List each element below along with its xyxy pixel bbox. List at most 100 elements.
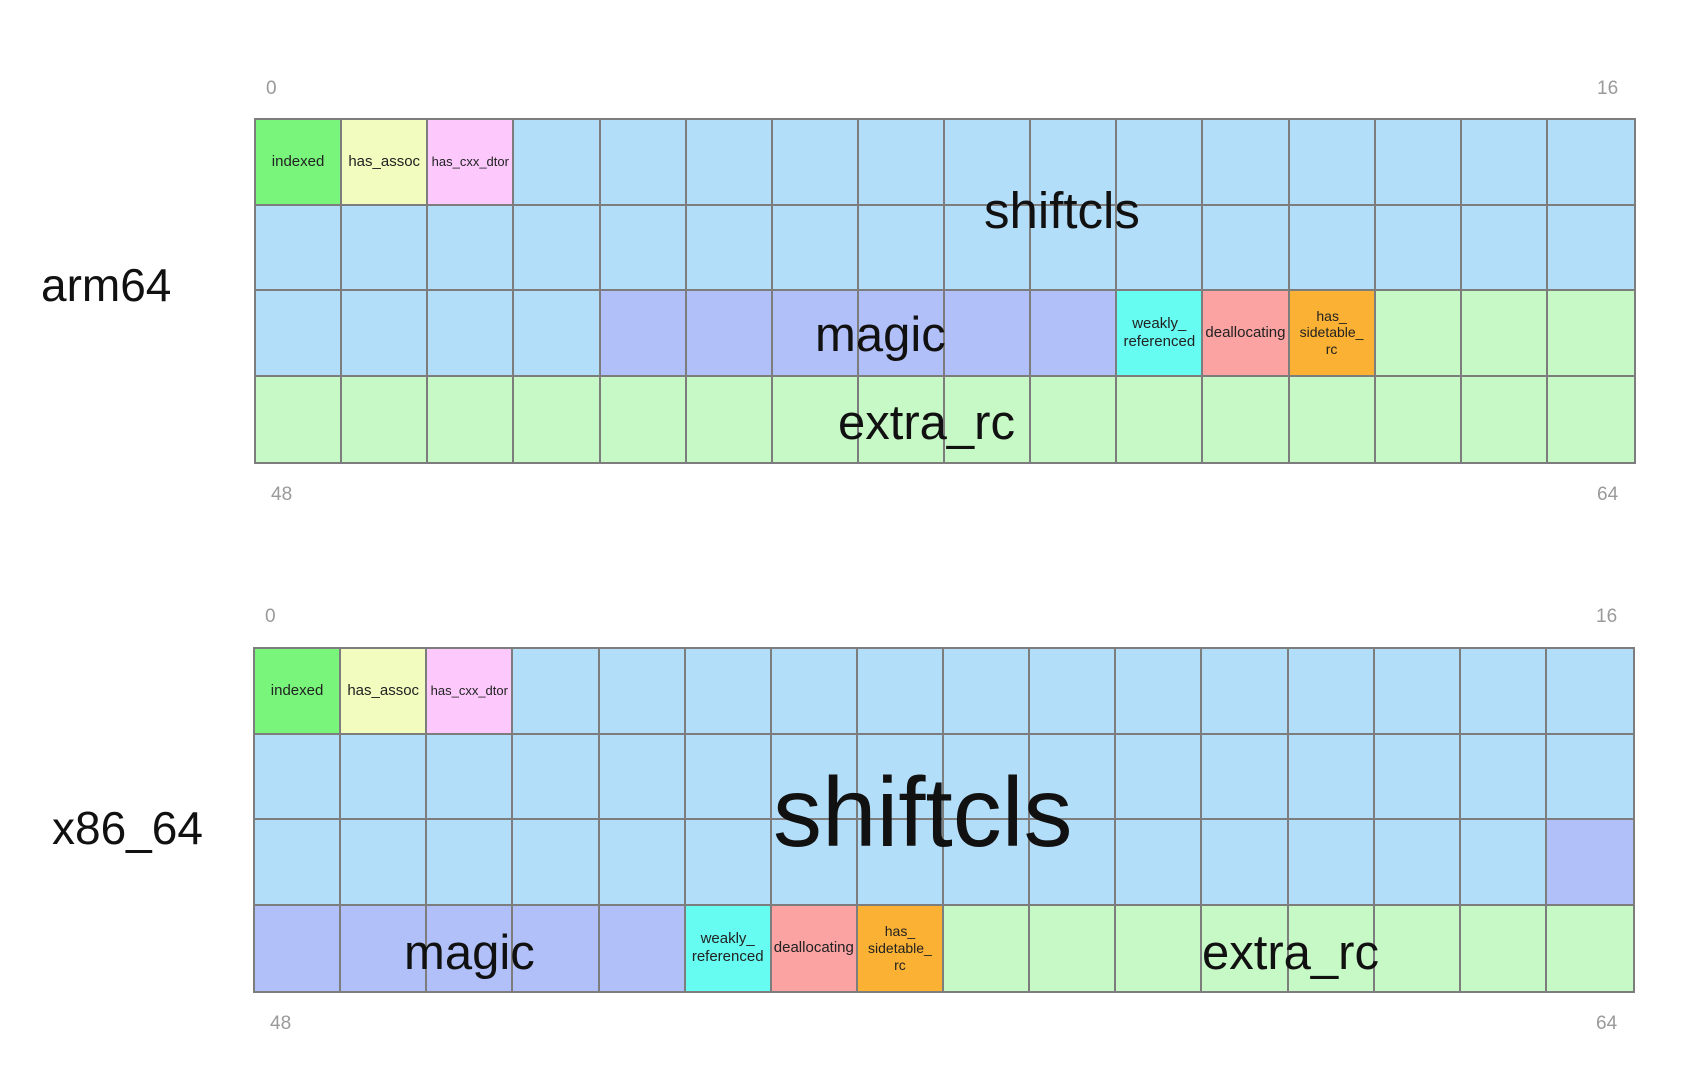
bit-cell-extra-rc bbox=[514, 376, 601, 462]
bit-cell-magic bbox=[772, 291, 859, 377]
bit-cell-shiftcls bbox=[944, 820, 1031, 906]
bit-cell-extra-rc bbox=[1547, 376, 1634, 462]
bit-cell-shiftcls bbox=[857, 734, 944, 820]
bit-cell-shiftcls bbox=[1030, 649, 1117, 735]
bit-cell-shiftcls bbox=[857, 820, 944, 906]
bit-cell-shiftcls bbox=[1116, 649, 1203, 735]
bit-cell-shiftcls bbox=[1547, 205, 1634, 291]
bit-cell-label: indexed bbox=[271, 152, 325, 170]
bit-cell-shiftcls bbox=[341, 734, 428, 820]
bit-cell-shiftcls bbox=[1116, 734, 1203, 820]
bit-cell-shiftcls bbox=[600, 205, 687, 291]
bit-cell-extra-rc bbox=[1375, 291, 1462, 377]
bit-cell-shiftcls bbox=[1461, 120, 1548, 206]
bit-cell-shiftcls bbox=[1030, 734, 1117, 820]
bit-cell-shiftcls bbox=[255, 734, 342, 820]
bit-cell-shiftcls bbox=[857, 649, 944, 735]
bit-cell-shiftcls bbox=[513, 649, 600, 735]
bit-cell-magic bbox=[1546, 820, 1633, 906]
bit-cell-shiftcls bbox=[428, 291, 515, 377]
bit-cell-label: has_cxx_dtor bbox=[431, 153, 509, 169]
bit-cell-shiftcls bbox=[858, 120, 945, 206]
bit-label-top-left: 0 bbox=[266, 78, 277, 99]
bit-cell-shiftcls bbox=[1288, 649, 1375, 735]
bit-cell-magic bbox=[427, 905, 514, 991]
bit-cell-extra-rc bbox=[256, 376, 343, 462]
bit-cell-shiftcls bbox=[686, 205, 773, 291]
bit-label-bottom-left: 48 bbox=[270, 1013, 292, 1034]
bit-cell-label: weakly_ referenced bbox=[691, 930, 764, 966]
bit-cell-shiftcls bbox=[513, 734, 600, 820]
bit-cell-shiftcls bbox=[1460, 649, 1547, 735]
bit-cell-has-assoc: has_assoc bbox=[342, 120, 429, 206]
bit-cell-shiftcls bbox=[427, 734, 514, 820]
bit-cell-shiftcls bbox=[1374, 649, 1461, 735]
bit-cell-shiftcls bbox=[685, 649, 772, 735]
bit-cell-shiftcls bbox=[599, 734, 686, 820]
bit-cell-shiftcls bbox=[1375, 205, 1462, 291]
bit-cell-shiftcls bbox=[1030, 820, 1117, 906]
arch-label-arm64: arm64 bbox=[41, 259, 172, 311]
bit-cell-shiftcls bbox=[945, 205, 1032, 291]
bit-cell-shiftcls bbox=[599, 820, 686, 906]
bit-cell-extra-rc bbox=[1031, 376, 1118, 462]
bit-cell-indexed: indexed bbox=[256, 120, 343, 206]
bit-cell-shiftcls bbox=[1202, 649, 1289, 735]
bit-cell-label: indexed bbox=[270, 681, 324, 699]
bit-cell-magic bbox=[858, 291, 945, 377]
bit-cell-shiftcls bbox=[685, 734, 772, 820]
bit-cell-extra-rc bbox=[1117, 376, 1204, 462]
bit-cell-shiftcls bbox=[1117, 120, 1204, 206]
bit-cell-extra-rc bbox=[944, 905, 1031, 991]
arch-label-x86-64: x86_64 bbox=[52, 802, 203, 854]
bit-cell-shiftcls bbox=[1375, 120, 1462, 206]
bit-cell-shiftcls bbox=[858, 205, 945, 291]
bit-cell-extra-rc bbox=[1461, 291, 1548, 377]
bit-cell-extra-rc bbox=[600, 376, 687, 462]
bit-cell-magic bbox=[600, 291, 687, 377]
bit-cell-shiftcls bbox=[427, 820, 514, 906]
bit-cell-shiftcls bbox=[1546, 649, 1633, 735]
bit-cell-has-assoc: has_assoc bbox=[341, 649, 428, 735]
bit-cell-extra-rc bbox=[1288, 905, 1375, 991]
bit-cell-shiftcls bbox=[1116, 820, 1203, 906]
bit-cell-shiftcls bbox=[1288, 820, 1375, 906]
bit-cell-magic bbox=[255, 905, 342, 991]
bit-cell-label: deallocating bbox=[773, 939, 854, 957]
bit-label-bottom-right: 64 bbox=[1597, 484, 1619, 505]
bit-cell-shiftcls bbox=[1117, 205, 1204, 291]
bit-cell-shiftcls bbox=[1289, 120, 1376, 206]
bit-cell-extra-rc bbox=[1030, 905, 1117, 991]
bit-cell-weakly-referenced: weakly_ referenced bbox=[685, 905, 772, 991]
bit-cell-magic bbox=[599, 905, 686, 991]
bit-cell-shiftcls bbox=[255, 820, 342, 906]
bit-cell-magic bbox=[513, 905, 600, 991]
bit-cell-shiftcls bbox=[1288, 734, 1375, 820]
bit-cell-shiftcls bbox=[1202, 820, 1289, 906]
bit-cell-shiftcls bbox=[1460, 820, 1547, 906]
bit-cell-shiftcls bbox=[513, 820, 600, 906]
bit-cell-shiftcls bbox=[685, 820, 772, 906]
bit-cell-label: has_ sidetable_ rc bbox=[1299, 307, 1364, 358]
bit-cell-shiftcls bbox=[1547, 120, 1634, 206]
bit-cell-label: has_cxx_dtor bbox=[430, 682, 508, 698]
bit-label-bottom-right: 64 bbox=[1596, 1013, 1618, 1034]
bit-cell-magic bbox=[686, 291, 773, 377]
bit-cell-shiftcls bbox=[428, 205, 515, 291]
bit-cell-shiftcls bbox=[514, 291, 601, 377]
bit-cell-extra-rc bbox=[1546, 905, 1633, 991]
bit-cell-shiftcls bbox=[1546, 734, 1633, 820]
bit-cell-shiftcls bbox=[342, 291, 429, 377]
bit-cell-extra-rc bbox=[945, 376, 1032, 462]
bit-cell-extra-rc bbox=[686, 376, 773, 462]
bit-cell-has-sidetable-rc: has_ sidetable_ rc bbox=[1289, 291, 1376, 377]
bit-cell-shiftcls bbox=[944, 649, 1031, 735]
bit-cell-shiftcls bbox=[1202, 734, 1289, 820]
bit-cell-shiftcls bbox=[1031, 205, 1118, 291]
bit-label-bottom-left: 48 bbox=[271, 484, 293, 505]
bit-cell-extra-rc bbox=[1547, 291, 1634, 377]
bit-cell-extra-rc bbox=[342, 376, 429, 462]
bit-cell-shiftcls bbox=[772, 120, 859, 206]
bit-cell-label: has_ sidetable_ rc bbox=[868, 923, 932, 973]
